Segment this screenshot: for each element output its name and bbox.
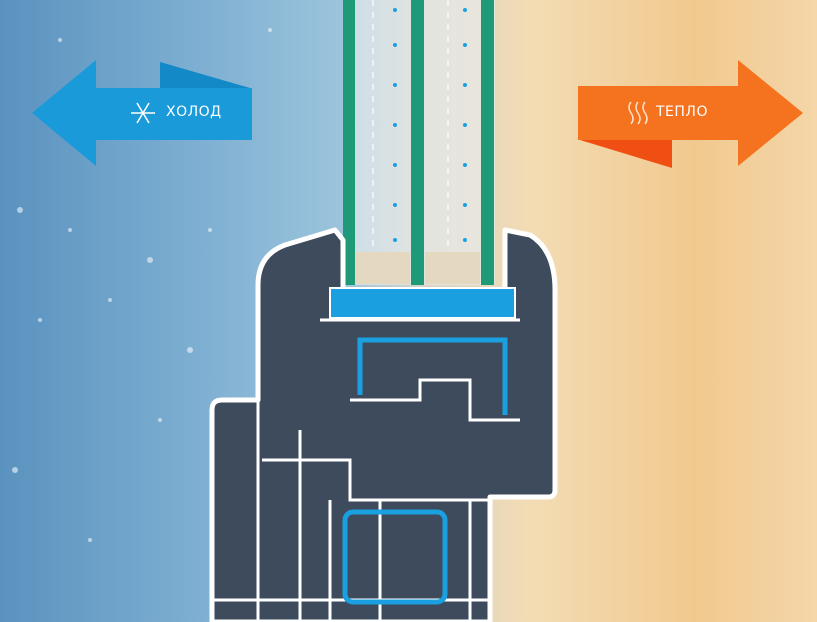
glazing-bead [329, 287, 516, 319]
warm-arrow [578, 60, 803, 168]
steel-reinforcement-upper [357, 337, 508, 415]
snow-particles [12, 28, 272, 542]
desiccant-right [425, 252, 480, 284]
glass-unit [343, 0, 495, 285]
glass-pane-outer [343, 0, 355, 285]
desiccant-left [356, 252, 410, 284]
glass-pane-middle [411, 0, 424, 285]
cold-label: ХОЛОД [166, 104, 222, 120]
steel-reinforcement-lower [342, 509, 448, 605]
snowflake-icon [131, 102, 155, 124]
heat-waves-icon [628, 101, 648, 125]
gas-dots [393, 8, 467, 242]
warm-label: ТЕПЛО [656, 104, 708, 120]
glass-pane-inner [481, 0, 494, 285]
